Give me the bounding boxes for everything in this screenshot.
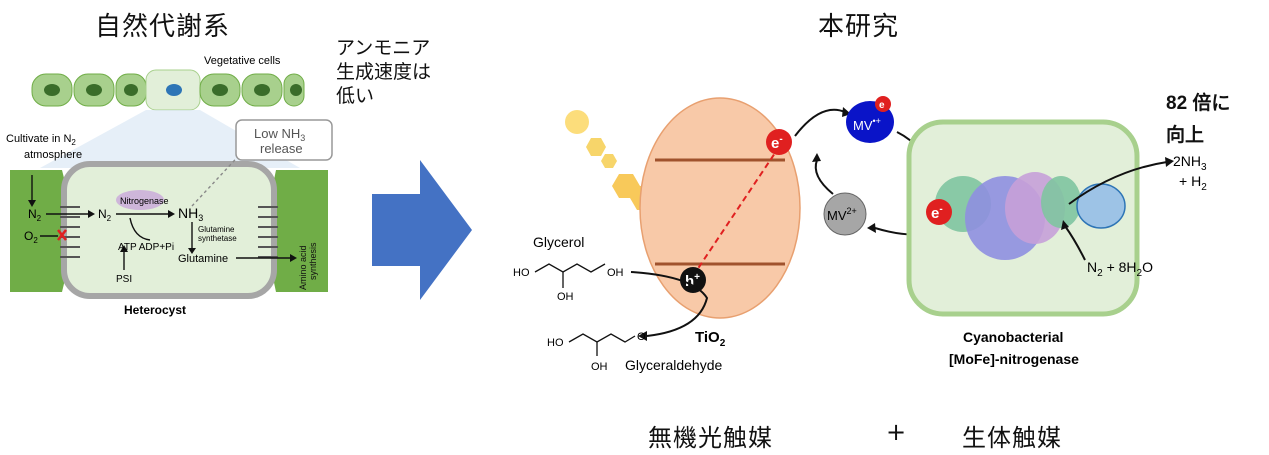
mv-reduced-label: MV•+ xyxy=(853,116,881,133)
atp-label: ATP ADP+Pi xyxy=(118,242,174,253)
glycerol-structure xyxy=(534,263,606,273)
mv-electron-label: e xyxy=(879,100,885,111)
h2-product-label: + H2 xyxy=(1179,173,1207,193)
atmosphere-label: atmosphere xyxy=(24,149,82,161)
substrate-arrow xyxy=(1064,225,1086,261)
hybrid-system-diagram: e- h+ TiO2 Glycerol HO OH OH HO O OH Gly… xyxy=(513,96,1207,373)
enzyme-electron-badge xyxy=(926,199,952,225)
improvement-line-2: 向上 xyxy=(1166,125,1205,146)
heterocyst-cell xyxy=(61,161,277,299)
excitation-arrow xyxy=(692,149,778,277)
glycerol-label: Glycerol xyxy=(533,234,584,250)
vegetative-cells-label: Vegetative cells xyxy=(204,55,281,67)
psi-label: PSI xyxy=(116,274,132,285)
nh3-product-label: 2NH3 xyxy=(1173,153,1207,173)
hole-badge xyxy=(680,267,706,293)
o2-label: O2 xyxy=(24,229,38,245)
low-release-label-2: release xyxy=(260,141,303,156)
oxidation-arrow xyxy=(630,271,709,337)
right-title: 本研究 xyxy=(818,12,900,42)
electron-badge xyxy=(766,129,792,155)
nh3-label: NH3 xyxy=(178,205,203,223)
mv-electron-badge xyxy=(875,96,891,112)
improvement-line-1: 82 倍に xyxy=(1166,93,1231,114)
tio2-label: TiO2 xyxy=(695,329,726,349)
mv-oxidized-badge xyxy=(823,192,867,236)
note-line-3: 低い xyxy=(336,85,375,107)
ammonia-rate-note: アンモニア 生成速度は 低い xyxy=(336,36,431,108)
substrate-label: N2 + 8H2O xyxy=(1087,259,1153,279)
enzyme-electron-label: e- xyxy=(931,204,943,222)
biocatalyst-label: 生体触媒 xyxy=(962,424,1062,452)
glyceraldehyde-ho-label: HO xyxy=(547,337,564,349)
note-line-1: アンモニア xyxy=(336,37,431,59)
left-title: 自然代謝系 xyxy=(95,12,231,42)
note-line-2: 生成速度は xyxy=(336,61,432,83)
glutamine-synthetase-label-1: Glutamine xyxy=(198,225,235,234)
n2-inside-label: N2 xyxy=(98,207,112,223)
heterocyst-diagram: Vegetative cells xyxy=(6,55,333,317)
glycerol-oh-right-label: OH xyxy=(607,267,624,279)
amino-acid-label-1: Amino acid xyxy=(298,245,308,290)
low-release-label-1: Low NH3 xyxy=(254,126,305,143)
nitrogenase-protein xyxy=(935,172,1126,260)
improvement-note: 82 倍に 向上 xyxy=(1166,88,1230,152)
right-neighbor-cell xyxy=(269,170,328,292)
glyceraldehyde-o-label: O xyxy=(637,331,646,343)
glutamine-label: Glutamine xyxy=(178,253,228,265)
left-neighbor-cell xyxy=(10,170,70,292)
nitrogenase-blob xyxy=(116,190,164,210)
zoom-cone xyxy=(40,110,300,168)
blocked-o2-mark xyxy=(57,229,67,241)
vegetative-cell-chain xyxy=(31,69,305,111)
pores-right xyxy=(258,206,278,258)
inorganic-catalyst-label: 無機光触媒 xyxy=(648,424,773,452)
mv-oxidized-label: MV2+ xyxy=(827,206,857,223)
glyceraldehyde-label: Glyceraldehyde xyxy=(625,357,722,373)
glycerol-ho-label: HO xyxy=(513,267,530,279)
nitrogenase-label: Nitrogenase xyxy=(120,196,169,206)
n2-outside-label: N2 xyxy=(28,207,42,223)
low-release-box xyxy=(235,119,333,161)
electron-label: e- xyxy=(771,134,783,152)
amino-acid-label-2: synthesis xyxy=(308,242,318,280)
atp-curve-arrow xyxy=(129,217,151,241)
transition-arrow xyxy=(372,160,472,300)
electron-transfer-arrow xyxy=(794,108,846,137)
pores-left xyxy=(60,206,80,258)
cyanobacterial-label-1: Cyanobacterial xyxy=(963,329,1063,345)
cyanobacterial-label-2: [MoFe]-nitrogenase xyxy=(949,351,1079,367)
heterocyst-label: Heterocyst xyxy=(124,303,186,317)
plus-sign: + xyxy=(886,418,908,446)
glutamine-synthetase-label-2: synthetase xyxy=(198,234,237,243)
hole-label: h+ xyxy=(685,272,700,290)
mv-return-arrow xyxy=(814,159,834,195)
glyceraldehyde-structure xyxy=(568,333,636,343)
product-arrow xyxy=(1068,161,1168,205)
glycerol-oh-bottom-label: OH xyxy=(557,291,574,303)
cultivate-label: Cultivate in N2 xyxy=(6,133,76,147)
glyceraldehyde-oh-label: OH xyxy=(591,361,608,373)
